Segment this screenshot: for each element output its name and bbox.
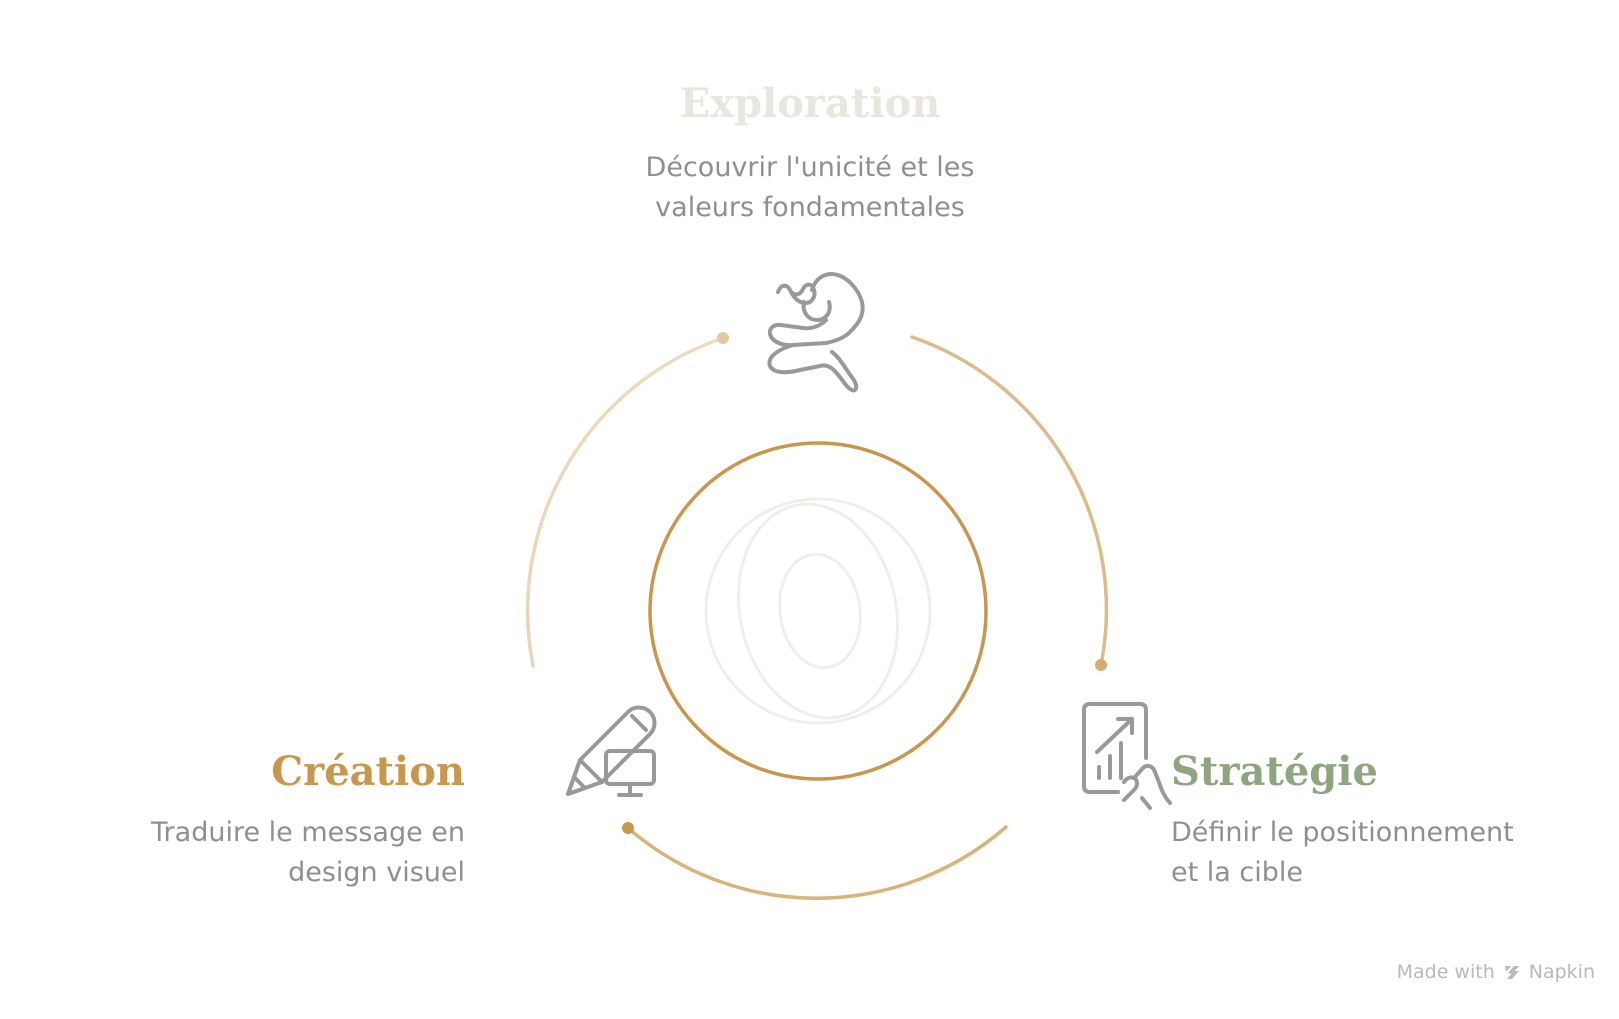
stage-description-exploration: Découvrir l'unicité et les valeurs fonda…	[560, 148, 1060, 228]
arc-creation-to-exploration	[525, 336, 725, 668]
description-line: Traduire le message en	[151, 817, 465, 848]
stage-description-strategie: Définir le positionnement et la cible	[1171, 813, 1591, 893]
stage-title-strategie: Stratégie	[1171, 748, 1378, 795]
arc-strategie-to-creation	[626, 825, 1008, 900]
pen-monitor-icon	[566, 705, 657, 797]
napkin-logo-icon	[1504, 966, 1519, 979]
description-line: et la cible	[1171, 857, 1304, 888]
chart-tablet-hand-icon	[1082, 702, 1172, 810]
center-swirl-icon	[704, 497, 932, 725]
arc-end-dot-strategie	[1095, 659, 1107, 671]
center-ring	[648, 441, 988, 781]
made-with-label: Made with	[1396, 961, 1495, 983]
made-with-napkin-watermark[interactable]: Made with Napkin	[1397, 961, 1595, 983]
stage-description-creation: Traduire le message en design visuel	[85, 813, 465, 893]
description-line: valeurs fondamentales	[655, 192, 965, 223]
napkin-brand-label: Napkin	[1528, 961, 1595, 983]
stage-title-exploration: Exploration	[679, 80, 941, 127]
description-line: Définir le positionnement	[1171, 817, 1514, 848]
description-line: design visuel	[288, 857, 465, 888]
arc-end-dot-creation	[622, 822, 634, 834]
stage-title-creation: Création	[271, 748, 465, 795]
exploration-figure-icon	[767, 272, 865, 393]
description-line: Découvrir l'unicité et les	[645, 152, 975, 183]
arc-end-dot-exploration	[717, 332, 729, 344]
arc-exploration-to-strategie	[910, 335, 1109, 667]
